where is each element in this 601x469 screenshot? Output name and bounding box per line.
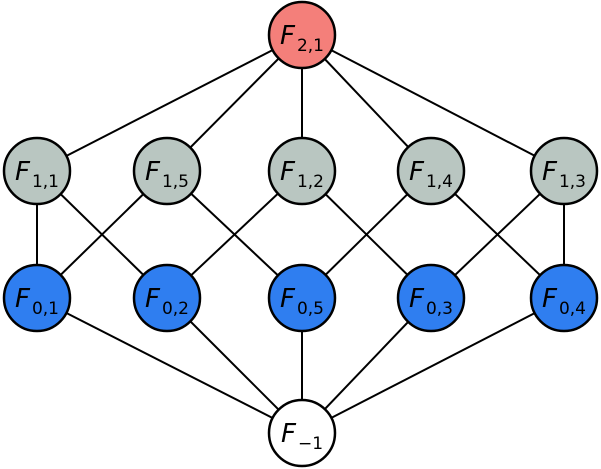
node-circle-fm1	[267, 398, 337, 468]
node-label-main: F	[145, 157, 161, 187]
node-circle-f04	[529, 263, 599, 333]
node-label-subscript: −1	[298, 434, 323, 454]
node-label-subscript: 0,4	[559, 299, 586, 319]
node-label-main: F	[280, 284, 296, 314]
node-label-subscript: 2,1	[297, 36, 324, 56]
node-label-main: F	[145, 284, 161, 314]
node-label-main: F	[280, 157, 296, 187]
node-circle-f02	[132, 263, 202, 333]
node-circle-f01	[2, 263, 72, 333]
node-label-main: F	[409, 284, 425, 314]
node-circle-f14	[396, 136, 466, 206]
node-label-main: F	[542, 284, 558, 314]
node-label-main: F	[280, 21, 296, 51]
node-label-main: F	[542, 157, 558, 187]
node-circle-f11	[2, 136, 72, 206]
node-label-subscript: 1,1	[32, 172, 59, 192]
node-circle-f21	[267, 0, 337, 70]
node-label-subscript: 1,3	[559, 172, 586, 192]
edge-f01-fm1	[36, 297, 303, 434]
node-label-subscript: 0,3	[426, 299, 453, 319]
node-label-main: F	[15, 284, 31, 314]
node-label-subscript: 0,2	[162, 299, 189, 319]
node-label-main: F	[281, 419, 297, 449]
node-label-subscript: 1,4	[426, 172, 453, 192]
node-fm1: F−1	[267, 398, 337, 468]
node-label-subscript: 0,1	[32, 299, 59, 319]
node-label-fm1: F−1	[281, 419, 323, 454]
edges-layer	[36, 34, 565, 434]
node-circle-f05	[267, 263, 337, 333]
node-label-main: F	[15, 157, 31, 187]
edge-f21-f13	[301, 34, 565, 172]
edge-f21-f11	[36, 34, 303, 172]
node-label-subscript: 1,2	[297, 172, 324, 192]
edge-f04-fm1	[301, 297, 565, 434]
node-label-subscript: 0,5	[297, 299, 324, 319]
node-circle-f13	[529, 136, 599, 206]
node-circle-f12	[267, 136, 337, 206]
node-circle-f15	[132, 136, 202, 206]
node-label-main: F	[409, 157, 425, 187]
node-circle-f03	[396, 263, 466, 333]
node-label-subscript: 1,5	[162, 172, 189, 192]
